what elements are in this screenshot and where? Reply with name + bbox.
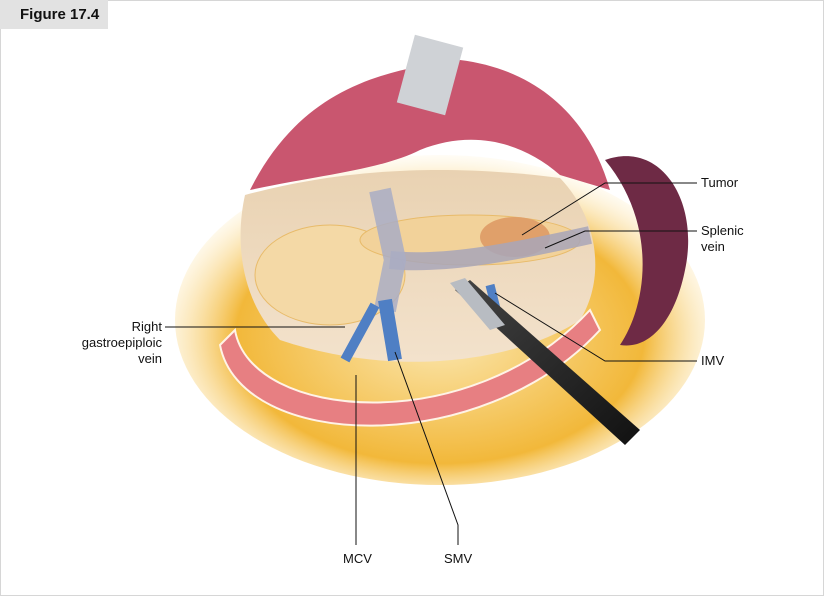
label-mcv: MCV xyxy=(343,551,372,566)
label-line: vein xyxy=(701,239,725,254)
label-line: Splenic xyxy=(701,223,744,238)
splenic-vein-leader xyxy=(544,230,697,249)
transverse-colon xyxy=(218,308,602,427)
imv-leader xyxy=(494,292,697,362)
leader-lines xyxy=(165,182,697,545)
stapler-jaw xyxy=(450,278,505,330)
pancreas xyxy=(254,224,406,326)
portal-vein xyxy=(369,187,407,313)
label-smv: SMV xyxy=(444,551,473,566)
smv xyxy=(378,298,402,362)
spleen xyxy=(605,156,689,346)
label-line: Right xyxy=(131,319,162,334)
label-line: vein xyxy=(138,351,162,366)
label-tumor: Tumor xyxy=(701,175,739,190)
stomach-flap xyxy=(250,60,610,190)
mcv xyxy=(340,302,380,363)
label-splenic-vein: Splenic vein xyxy=(701,223,744,255)
label-imv: IMV xyxy=(701,353,725,368)
label-line: gastroepiploic xyxy=(81,335,162,350)
retractor xyxy=(396,34,464,116)
figure-title: Figure 17.4 xyxy=(20,6,100,23)
label-right-gastroepiploic-vein: Right gastroepiploic vein xyxy=(82,319,162,367)
tumor-leader xyxy=(521,182,697,236)
figure-tab: Figure 17.4 xyxy=(0,0,108,29)
smv-leader xyxy=(394,351,459,545)
